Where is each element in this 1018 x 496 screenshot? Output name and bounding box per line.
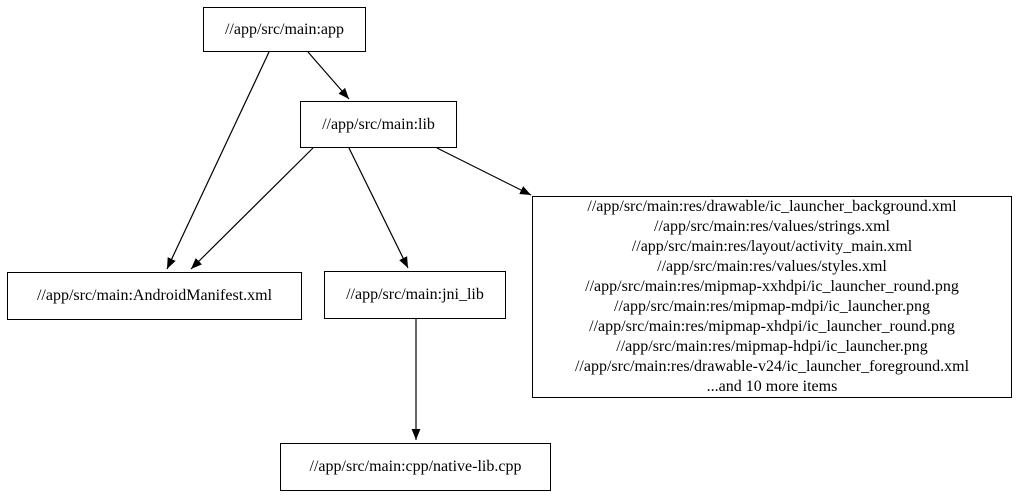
resource-file-item: //app/src/main:res/values/strings.xml — [654, 218, 890, 235]
node-resources: //app/src/main:res/drawable/ic_launcher_… — [532, 196, 1012, 398]
resource-file-item: //app/src/main:res/mipmap-xhdpi/ic_launc… — [589, 318, 955, 335]
node-native-lib-cpp: //app/src/main:cpp/native-lib.cpp — [280, 443, 551, 491]
node-android-manifest: //app/src/main:AndroidManifest.xml — [7, 272, 302, 320]
node-lib: //app/src/main:lib — [300, 101, 457, 148]
resource-file-item: //app/src/main:res/mipmap-hdpi/ic_launch… — [616, 338, 928, 355]
edge-app-to-lib — [307, 51, 350, 100]
resource-file-item: //app/src/main:res/values/styles.xml — [657, 258, 887, 275]
node-android-manifest-label: //app/src/main:AndroidManifest.xml — [36, 287, 273, 304]
edge-lib-to-jni-lib — [348, 147, 409, 269]
node-app-label: //app/src/main:app — [224, 20, 345, 38]
node-jni-lib: //app/src/main:jni_lib — [324, 271, 506, 319]
resource-file-item: //app/src/main:res/layout/activity_main.… — [631, 238, 913, 255]
resource-file-item: //app/src/main:res/drawable-v24/ic_launc… — [574, 358, 970, 375]
node-app: //app/src/main:app — [203, 7, 366, 52]
node-jni-lib-label: //app/src/main:jni_lib — [346, 286, 484, 303]
edge-app-to-manifest — [166, 51, 270, 270]
edge-lib-to-resources — [436, 147, 532, 196]
resource-file-item: //app/src/main:res/drawable/ic_launcher_… — [587, 198, 957, 215]
resource-more-items: ...and 10 more items — [706, 378, 838, 395]
resource-file-item: //app/src/main:res/mipmap-mdpi/ic_launch… — [614, 298, 930, 315]
node-native-lib-cpp-label: //app/src/main:cpp/native-lib.cpp — [309, 458, 522, 475]
resource-file-item: //app/src/main:res/mipmap-xxhdpi/ic_laun… — [585, 278, 959, 295]
edge-lib-to-manifest — [190, 147, 314, 270]
node-lib-label: //app/src/main:lib — [322, 115, 435, 133]
